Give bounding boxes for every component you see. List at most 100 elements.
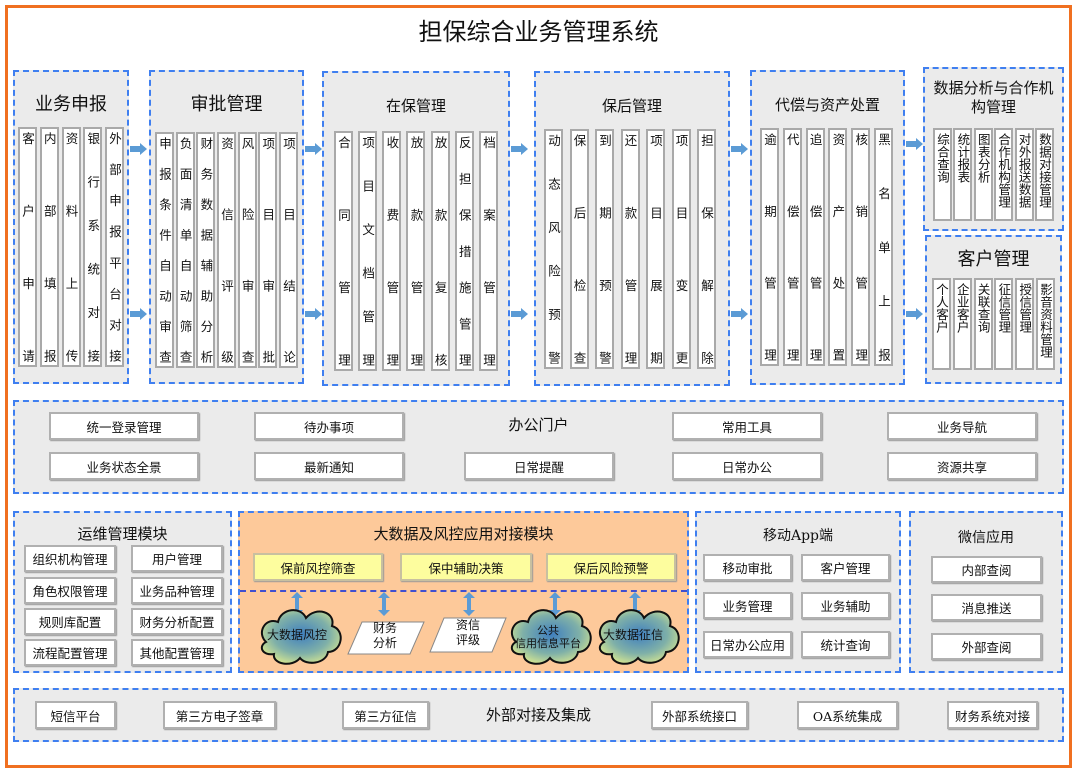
feature-column-inguar[interactable]: 放款复核 [430, 131, 450, 371]
ops-button[interactable]: 业务品种管理 [131, 577, 223, 604]
mobile-button[interactable]: 客户管理 [801, 554, 890, 581]
wechat-button[interactable]: 消息推送 [931, 594, 1042, 621]
feature-column-postguar[interactable]: 项目变更 [671, 129, 691, 369]
stage-pre-guarantee[interactable]: 保前风控筛查 [253, 553, 383, 581]
module-title: 在保管理 [385, 97, 446, 115]
feature-column-compensate[interactable]: 核销管理 [851, 128, 871, 366]
feature-column-approve[interactable]: 资信评级 [216, 132, 236, 368]
portal-button[interactable]: 日常提醒 [464, 452, 614, 480]
feature-column-inguar[interactable]: 合同管理 [334, 131, 353, 371]
right-arrow-icon [906, 138, 923, 150]
mobile-button[interactable]: 业务管理 [703, 592, 792, 619]
feature-column-inguar[interactable]: 收费管理 [382, 131, 402, 371]
feature-column-postguar[interactable]: 动态风险预警 [544, 129, 563, 369]
ops-button[interactable]: 规则库配置 [24, 608, 116, 635]
feature-column-approve[interactable]: 项目审批 [258, 132, 278, 368]
divider [240, 590, 687, 592]
ops-button[interactable]: 用户管理 [131, 545, 223, 572]
ops-button[interactable]: 其他配置管理 [131, 639, 223, 666]
feature-column-analysis[interactable]: 图表分析 [973, 128, 993, 221]
mobile-button[interactable]: 业务辅助 [801, 592, 890, 619]
module-title: 保后管理 [601, 97, 662, 115]
wechat-button[interactable]: 内部查阅 [931, 556, 1042, 583]
ops-button[interactable]: 角色权限管理 [24, 577, 116, 604]
feature-column-approve[interactable]: 风险审查 [237, 132, 257, 368]
feature-column-analysis[interactable]: 对外报送数据 [1014, 128, 1034, 221]
module-analysis: 数据分析与合作机构管理 综合查询统计报表图表分析合作机构管理对外报送数据数据对接… [923, 67, 1064, 231]
right-arrow-icon [731, 308, 748, 320]
feature-column-analysis[interactable]: 统计报表 [953, 128, 973, 221]
feature-column-apply[interactable]: 客户申请 [18, 127, 37, 367]
feature-column-compensate[interactable]: 追偿管理 [805, 128, 825, 366]
mobile-button[interactable]: 统计查询 [801, 631, 890, 658]
portal-button[interactable]: 业务状态全景 [49, 452, 199, 480]
feature-column-approve[interactable]: 负面清单自动筛查 [175, 132, 195, 368]
feature-column-inguar[interactable]: 档案管理 [478, 131, 498, 371]
external-button[interactable]: 短信平台 [35, 701, 116, 729]
parallelogram-shape [347, 621, 425, 655]
feature-column-analysis[interactable]: 数据对接管理 [1034, 128, 1054, 221]
portal-button[interactable]: 业务导航 [887, 412, 1037, 440]
feature-column-inguar[interactable]: 反担保措施管理 [454, 131, 474, 371]
wechat-button[interactable]: 外部查阅 [931, 633, 1042, 660]
ops-button[interactable]: 流程配置管理 [24, 639, 116, 666]
mobile-button[interactable]: 日常办公应用 [703, 631, 792, 658]
module-customer: 客户管理 个人客户企业客户关联查询征信管理授信管理影音资料管理 [925, 235, 1062, 384]
parallelogram-shape [429, 617, 507, 653]
mobile-button[interactable]: 移动审批 [703, 554, 792, 581]
feature-column-customer[interactable]: 影音资料管理 [1035, 278, 1055, 370]
feature-column-customer[interactable]: 授信管理 [1015, 278, 1035, 370]
feature-column-compensate[interactable]: 逾期管理 [760, 128, 779, 366]
feature-column-analysis[interactable]: 综合查询 [933, 128, 952, 221]
feature-column-compensate[interactable]: 代偿管理 [782, 128, 802, 366]
external-button[interactable]: 财务系统对接 [947, 701, 1038, 729]
portal-button[interactable]: 最新通知 [254, 452, 404, 480]
feature-column-apply[interactable]: 外部申报平台对接 [105, 127, 124, 367]
feature-column-postguar[interactable]: 担保解除 [697, 129, 716, 369]
external-title: 外部对接及集成 [485, 706, 591, 724]
external-button[interactable]: OA系统集成 [797, 701, 898, 729]
feature-column-postguar[interactable]: 保后检查 [569, 129, 589, 369]
right-arrow-icon [305, 143, 322, 155]
external-button[interactable]: 第三方电子签章 [163, 701, 276, 729]
feature-column-customer[interactable]: 企业客户 [952, 278, 972, 370]
module-title: 数据分析与合作机构管理 [933, 79, 1054, 116]
ops-title: 运维管理模块 [77, 525, 168, 543]
feature-column-inguar[interactable]: 项目文档管理 [358, 131, 378, 371]
feature-column-apply[interactable]: 资料上传 [61, 127, 81, 367]
stage-in-guarantee[interactable]: 保中辅助决策 [400, 553, 532, 581]
bidirectional-arrow-icon [378, 592, 390, 616]
feature-column-approve[interactable]: 项目结论 [278, 132, 298, 368]
portal-button[interactable]: 常用工具 [672, 412, 822, 440]
feature-column-approve[interactable]: 财务数据辅助分析 [196, 132, 216, 368]
feature-column-customer[interactable]: 关联查询 [973, 278, 993, 370]
feature-column-customer[interactable]: 征信管理 [994, 278, 1014, 370]
external-button[interactable]: 第三方征信 [342, 701, 429, 729]
portal-button[interactable]: 待办事项 [254, 412, 404, 440]
feature-column-analysis[interactable]: 合作机构管理 [994, 128, 1014, 221]
feature-column-inguar[interactable]: 放款管理 [406, 131, 426, 371]
feature-column-customer[interactable]: 个人客户 [932, 278, 951, 370]
feature-column-apply[interactable]: 银行系统对接 [83, 127, 103, 367]
portal-title: 办公门户 [508, 416, 569, 434]
source-credit-rating: 资信 评级 [455, 618, 480, 647]
feature-column-postguar[interactable]: 还款管理 [620, 129, 640, 369]
feature-column-compensate[interactable]: 黑名单上报 [873, 128, 893, 366]
ops-button[interactable]: 组织机构管理 [24, 545, 116, 572]
stage-post-guarantee[interactable]: 保后风险预警 [546, 553, 676, 581]
feature-column-apply[interactable]: 内部填报 [39, 127, 59, 367]
portal-button[interactable]: 日常办公 [672, 452, 822, 480]
portal-button[interactable]: 统一登录管理 [49, 412, 199, 440]
feature-column-postguar[interactable]: 项目展期 [646, 129, 665, 369]
source-financial-analysis: 财务 分析 [372, 621, 397, 650]
module-title: 客户管理 [957, 249, 1030, 270]
ops-button[interactable]: 财务分析配置 [131, 608, 223, 635]
portal-button[interactable]: 资源共享 [887, 452, 1037, 480]
feature-column-postguar[interactable]: 到期预警 [595, 129, 614, 369]
feature-column-approve[interactable]: 申报条件自动审查 [155, 132, 174, 368]
module-postguar: 保后管理 动态风险预警保后检查到期预警还款管理项目展期项目变更担保解除 [534, 71, 730, 386]
right-arrow-icon [130, 143, 147, 155]
right-arrow-icon [511, 143, 528, 155]
external-button[interactable]: 外部系统接口 [651, 701, 748, 729]
feature-column-compensate[interactable]: 资产处置 [828, 128, 848, 366]
